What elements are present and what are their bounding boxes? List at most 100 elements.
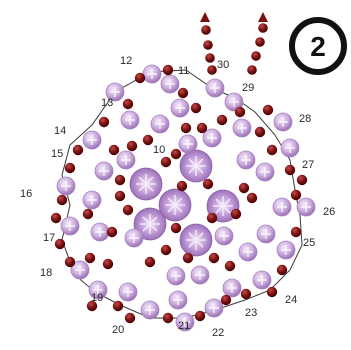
seed-bead: [86, 300, 98, 312]
crystal-bead: [82, 190, 102, 210]
seed-bead: [142, 134, 154, 146]
crystal-bead: [255, 162, 275, 182]
seed-bead: [247, 65, 257, 75]
seed-bead: [54, 238, 66, 250]
crystal-bead: [118, 282, 138, 302]
bicone-bead: [158, 188, 192, 222]
crystal-bead: [170, 98, 190, 118]
seed-bead: [50, 212, 62, 224]
label-23: 23: [245, 307, 257, 319]
label-25: 25: [303, 237, 315, 249]
crystal-bead: [205, 78, 225, 98]
step-badge-number: 2: [310, 31, 326, 62]
crystal-bead: [88, 280, 108, 300]
seed-bead: [108, 144, 120, 156]
label-27: 27: [302, 159, 314, 171]
seed-bead: [56, 194, 68, 206]
seed-bead: [144, 256, 156, 268]
bicone-bead: [129, 167, 163, 201]
seed-bead: [64, 256, 76, 268]
seed-bead: [203, 40, 213, 50]
seed-bead: [126, 140, 138, 152]
crystal-bead: [94, 161, 114, 181]
seed-bead: [238, 182, 250, 194]
label-24: 24: [285, 294, 297, 306]
seed-bead: [122, 204, 134, 216]
crystal-bead: [238, 242, 258, 262]
seed-bead: [160, 244, 172, 256]
seed-bead: [112, 300, 124, 312]
label-30: 30: [217, 59, 229, 71]
crystal-bead: [56, 176, 76, 196]
seed-bead: [190, 102, 202, 114]
crystal-bead: [204, 298, 224, 318]
label-13: 13: [101, 97, 113, 109]
arrow-up-icon: [200, 12, 210, 22]
seed-bead: [230, 208, 242, 220]
seed-bead: [206, 212, 218, 224]
seed-bead: [207, 65, 217, 75]
crystal-bead: [214, 226, 234, 246]
seed-bead: [251, 51, 261, 61]
crystal-bead: [222, 278, 242, 298]
seed-bead: [194, 310, 206, 322]
crystal-bead: [120, 110, 140, 130]
bicone-bead: [133, 207, 167, 241]
seed-bead: [254, 126, 266, 138]
label-21: 21: [178, 320, 190, 332]
seed-bead: [162, 312, 174, 324]
crystal-bead: [175, 312, 195, 332]
seed-bead: [208, 252, 220, 264]
label-14: 14: [54, 125, 66, 137]
thread-tail-arrows: [200, 12, 268, 22]
seed-bead: [290, 226, 302, 238]
crystal-bead: [168, 290, 188, 310]
seed-bead: [216, 114, 228, 126]
bicone-bead: [179, 149, 213, 183]
crystal-bead: [252, 270, 272, 290]
seed-bead: [246, 192, 258, 204]
crystal-bead: [202, 128, 222, 148]
seed-bead: [182, 252, 194, 264]
seed-bead: [255, 37, 265, 47]
seed-bead: [134, 72, 146, 84]
label-11: 11: [178, 65, 189, 77]
crystal-bead: [150, 114, 170, 134]
seed-bead: [162, 64, 174, 76]
crystal-bead: [232, 118, 252, 138]
crystal-bead: [178, 134, 198, 154]
seed-bead: [205, 53, 215, 63]
seed-bead: [284, 164, 296, 176]
label-28: 28: [299, 113, 311, 125]
crystal-bead: [124, 228, 144, 248]
label-26: 26: [323, 206, 335, 218]
crystal-bead: [296, 197, 316, 217]
seed-bead: [177, 87, 189, 99]
crystal-bead: [70, 260, 90, 280]
seed-bead: [262, 104, 274, 116]
label-12: 12: [120, 55, 132, 67]
crystal-bead: [116, 150, 136, 170]
crystal-bead: [90, 222, 110, 242]
seed-bead: [114, 174, 126, 186]
label-29: 29: [242, 82, 254, 94]
seed-bead: [224, 260, 236, 272]
crystal-bead: [272, 197, 292, 217]
crystal-bead: [105, 82, 125, 102]
bicone-bead: [179, 223, 213, 257]
seed-bead: [170, 148, 182, 160]
label-16: 16: [20, 188, 32, 200]
crystal-bead: [273, 112, 293, 132]
step-badge: 2: [289, 17, 347, 75]
crystal-bead: [166, 266, 186, 286]
label-20: 20: [112, 324, 124, 336]
seed-bead: [176, 180, 188, 192]
seed-bead: [290, 189, 302, 201]
label-19: 19: [91, 292, 103, 304]
crystal-bead: [160, 74, 180, 94]
seed-bead: [180, 122, 192, 134]
label-15: 15: [51, 148, 63, 160]
seed-bead: [102, 258, 114, 270]
